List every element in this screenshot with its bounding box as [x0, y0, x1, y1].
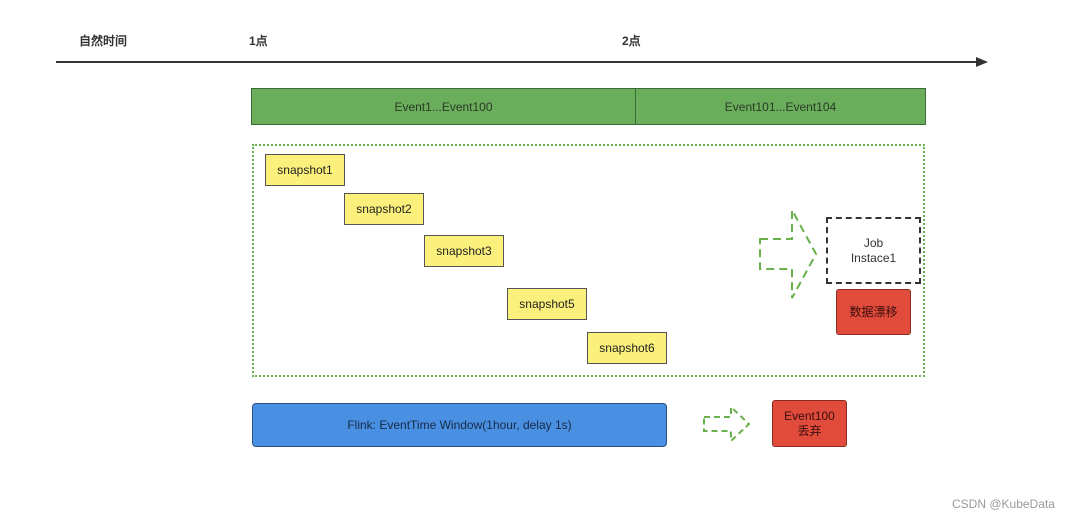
snapshot-box-5: snapshot5	[507, 288, 587, 320]
event-bar-1-label: Event1...Event100	[394, 99, 493, 114]
job-label-line1: Job	[863, 235, 884, 250]
discard-label-line2: 丢弃	[797, 423, 822, 438]
snapshot-label: snapshot5	[519, 297, 575, 311]
data-drift-label: 数据漂移	[849, 304, 898, 319]
snapshot-box-1: snapshot1	[265, 154, 345, 186]
snapshot-label: snapshot3	[436, 244, 492, 258]
flink-window-box: Flink: EventTime Window(1hour, delay 1s)	[252, 403, 667, 447]
event-bar-1: Event1...Event100	[251, 88, 636, 125]
snapshot-label: snapshot2	[356, 202, 412, 216]
job-label-line2: Instace1	[850, 250, 897, 265]
watermark: CSDN @KubeData	[952, 497, 1055, 511]
natural-time-label: 自然时间	[79, 34, 128, 48]
dashed-right-arrow-icon	[759, 209, 818, 299]
dashed-right-arrow-icon	[703, 404, 751, 444]
timeline-arrowhead-icon	[976, 57, 988, 67]
snapshot-region	[252, 144, 925, 377]
time-label-1: 1点	[249, 34, 268, 48]
event-bar-2: Event101...Event104	[635, 88, 926, 125]
discard-label-line1: Event100	[784, 408, 835, 423]
event-discard-box: Event100 丢弃	[772, 400, 847, 447]
snapshot-box-2: snapshot2	[344, 193, 424, 225]
snapshot-label: snapshot6	[599, 341, 655, 355]
snapshot-label: snapshot1	[277, 163, 333, 177]
event-bar-2-label: Event101...Event104	[724, 99, 837, 114]
data-drift-box: 数据漂移	[836, 289, 911, 335]
job-instance-box: Job Instace1	[826, 217, 921, 284]
snapshot-box-3: snapshot3	[424, 235, 504, 267]
snapshot-box-6: snapshot6	[587, 332, 667, 364]
time-label-2: 2点	[622, 34, 641, 48]
flink-label: Flink: EventTime Window(1hour, delay 1s)	[347, 418, 572, 432]
timeline-axis	[56, 61, 980, 63]
